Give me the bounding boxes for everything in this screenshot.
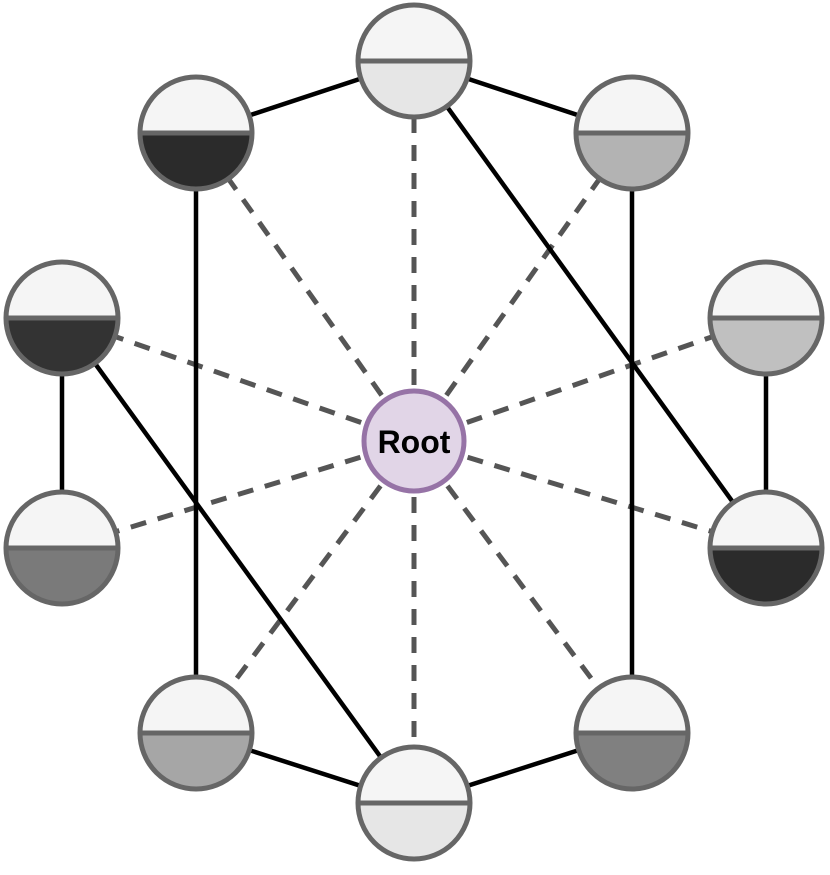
node-outline <box>137 674 255 792</box>
spoke-n-bottom-right <box>411 439 635 735</box>
node-bottom-half <box>140 733 252 789</box>
node-top-half <box>576 77 688 133</box>
node-top-half <box>140 77 252 133</box>
node-outline <box>3 259 121 377</box>
node-n-top <box>355 2 473 120</box>
node-outline <box>355 744 473 862</box>
node-top-half <box>140 677 252 733</box>
node-outline <box>573 74 691 192</box>
ring-nodes <box>3 2 825 862</box>
spoke-n-left-lower <box>61 438 415 551</box>
spoke-n-top-right <box>411 131 635 443</box>
root-circle <box>361 388 467 494</box>
node-bottom-half <box>358 61 470 117</box>
node-bottom-half <box>358 803 470 859</box>
dashed-edges <box>61 61 767 803</box>
node-outline <box>707 259 825 377</box>
node-n-left-lower <box>3 489 121 607</box>
node-n-bottom-right <box>573 674 691 792</box>
node-outline <box>573 674 691 792</box>
root-node: Root <box>361 388 467 494</box>
node-n-right-upper <box>707 259 825 377</box>
node-top-half <box>358 5 470 61</box>
node-bottom-half <box>576 133 688 189</box>
node-bottom-half <box>140 133 252 189</box>
node-bottom-half <box>6 318 118 374</box>
node-top-half <box>358 747 470 803</box>
root-label: Root <box>378 424 451 460</box>
spoke-n-right-upper <box>413 315 767 444</box>
edge-n-top-n-right-lower <box>412 59 768 550</box>
node-n-left-upper <box>3 259 121 377</box>
node-outline <box>137 74 255 192</box>
node-top-half <box>710 262 822 318</box>
edge-n-left-upper-n-bottom <box>60 316 416 805</box>
spoke-n-bottom-left <box>193 439 417 735</box>
node-top-half <box>710 492 822 548</box>
node-outline <box>355 2 473 120</box>
node-n-bottom <box>355 744 473 862</box>
node-n-right-lower <box>707 489 825 607</box>
node-n-bottom-left <box>137 674 255 792</box>
node-bottom-half <box>710 548 822 604</box>
node-bottom-half <box>6 548 118 604</box>
node-n-top-left <box>137 74 255 192</box>
spoke-n-left-upper <box>61 315 415 444</box>
node-top-half <box>576 677 688 733</box>
node-n-top-right <box>573 74 691 192</box>
node-outline <box>707 489 825 607</box>
node-outline <box>3 489 121 607</box>
spoke-n-top-left <box>193 131 417 443</box>
node-bottom-half <box>576 733 688 789</box>
node-top-half <box>6 492 118 548</box>
spoke-n-right-lower <box>413 438 767 551</box>
node-bottom-half <box>710 318 822 374</box>
node-top-half <box>6 262 118 318</box>
